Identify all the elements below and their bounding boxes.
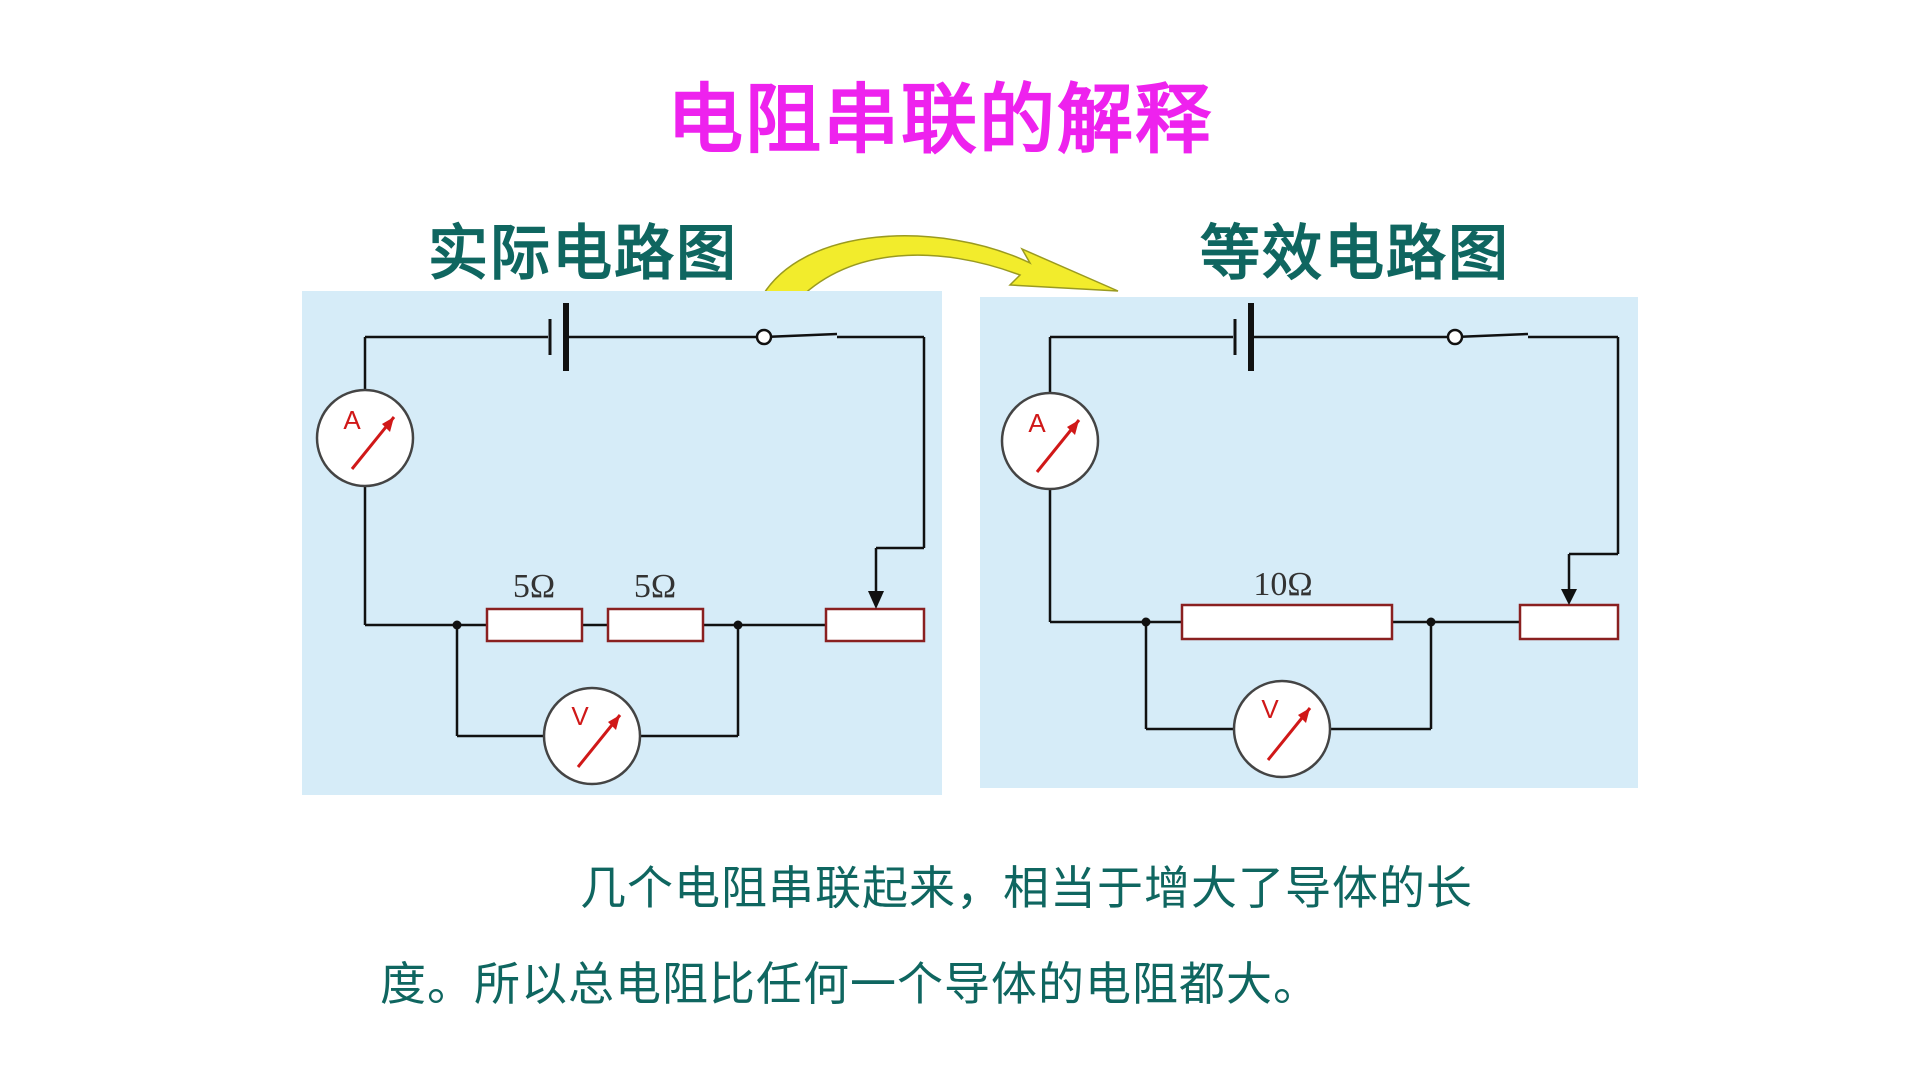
- resistor-2-label: 5Ω: [634, 568, 676, 605]
- ammeter-icon: A: [1000, 391, 1100, 491]
- resistor-2: [606, 607, 705, 643]
- explanation-text: 几个电阻串联起来，相当于增大了导体的长度。所以总电阻比任何一个导体的电阻都大。: [380, 861, 1473, 1011]
- voltmeter-label: V: [1261, 694, 1279, 724]
- slider-arrow-icon: [868, 591, 884, 609]
- resistor-1: [485, 607, 584, 643]
- voltmeter-icon: V: [542, 686, 642, 786]
- slide-title: 电阻串联的解释: [667, 75, 1213, 164]
- switch-icon: [755, 328, 773, 346]
- resistor-combined-label: 10Ω: [1253, 566, 1312, 603]
- switch-icon: [1446, 328, 1464, 346]
- rheostat: [824, 607, 926, 643]
- equivalent-circuit-diagram: 10Ω A V: [980, 297, 1638, 788]
- battery-icon: [548, 303, 569, 371]
- actual-circuit-diagram: 5Ω 5Ω A V: [302, 291, 942, 795]
- ammeter-label: A: [343, 405, 361, 435]
- equivalent-circuit-label: 等效电路图: [1200, 219, 1510, 289]
- actual-circuit-panel: 5Ω 5Ω A V: [302, 291, 942, 795]
- battery-icon: [1233, 303, 1254, 371]
- ammeter-label: A: [1028, 408, 1046, 438]
- resistor-combined: [1180, 603, 1394, 641]
- equivalent-circuit-panel: 10Ω A V: [980, 297, 1638, 788]
- curved-arrow-icon: [758, 235, 1119, 304]
- slider-arrow-icon: [1561, 589, 1577, 605]
- voltmeter-label: V: [571, 701, 589, 731]
- resistor-1-label: 5Ω: [513, 568, 555, 605]
- ammeter-icon: A: [315, 388, 415, 488]
- actual-circuit-label: 实际电路图: [428, 219, 738, 289]
- voltmeter-icon: V: [1232, 679, 1332, 779]
- rheostat: [1518, 603, 1620, 641]
